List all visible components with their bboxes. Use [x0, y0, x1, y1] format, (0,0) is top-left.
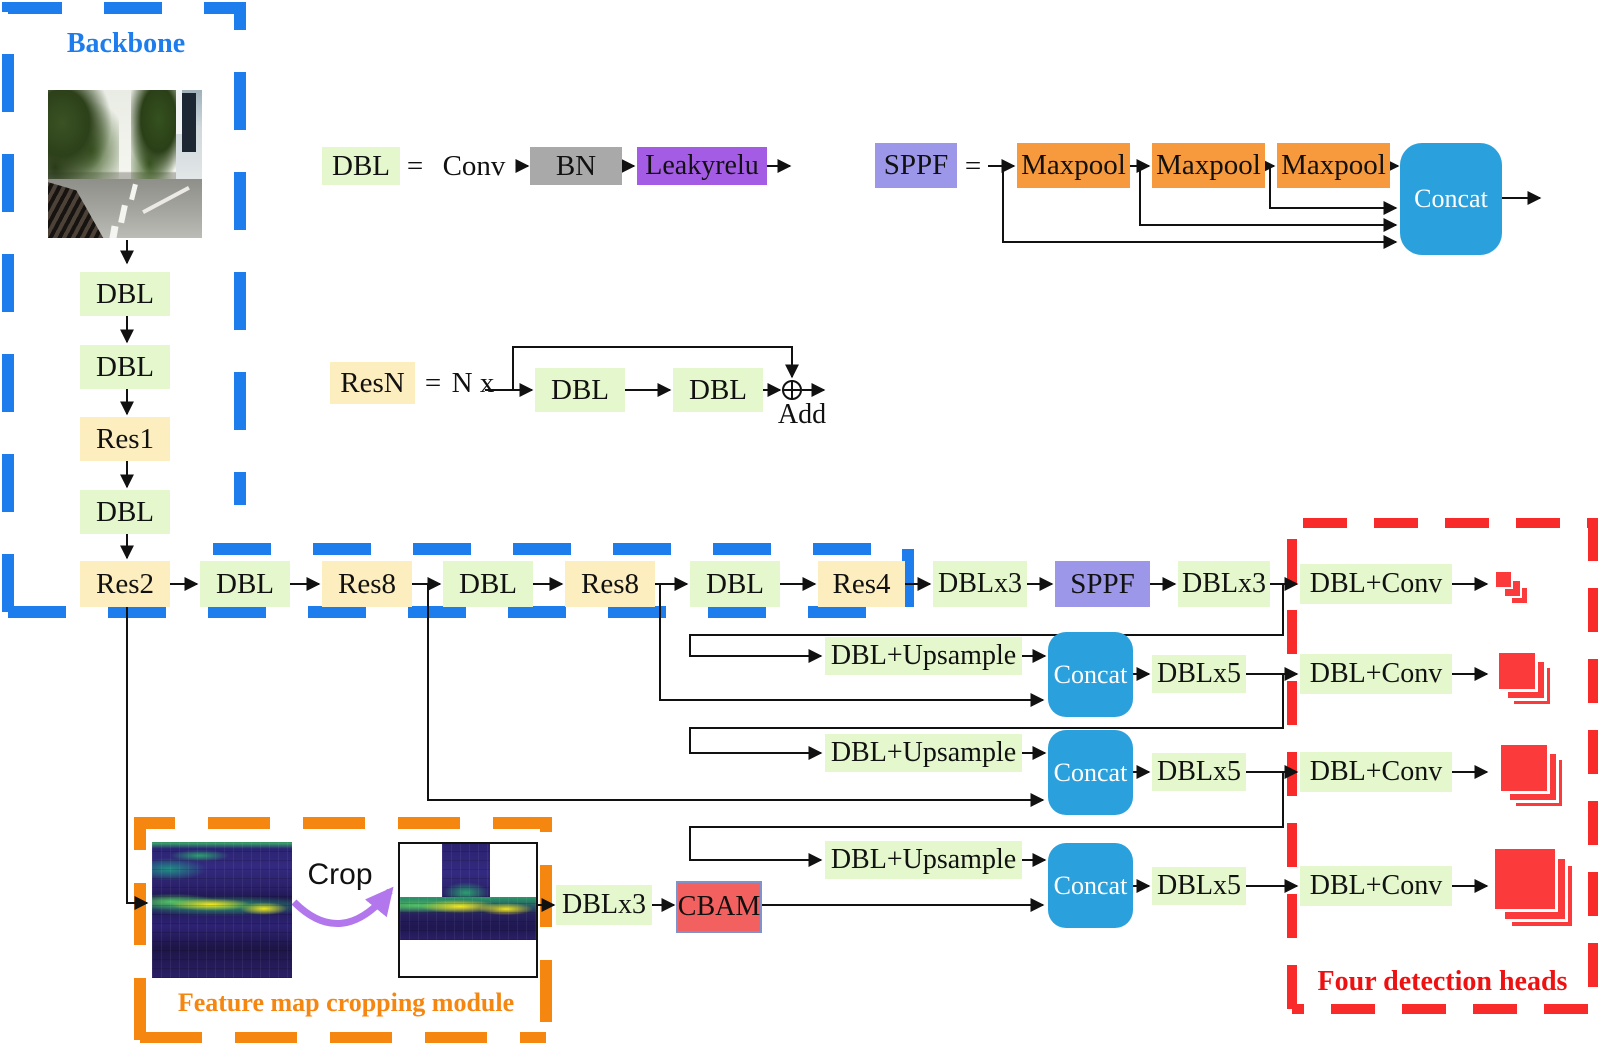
- legend-maxpool-3: Maxpool: [1277, 143, 1390, 188]
- four-detection-heads-title: Four detection heads: [1317, 966, 1568, 997]
- chain-res4: Res4: [818, 561, 905, 607]
- cropped-band-region: [400, 896, 536, 941]
- backbone-res2: Res2: [80, 561, 170, 607]
- detection-head-icon-1: [1494, 570, 1534, 610]
- add-node-icon: [782, 380, 802, 400]
- row2-dblx5: DBLx5: [1152, 655, 1246, 693]
- row3-dblx5: DBLx5: [1152, 753, 1246, 791]
- legend-sppf-box: SPPF: [875, 143, 957, 188]
- backbone-dbl-3: DBL: [80, 490, 170, 534]
- row4-dblx5: DBLx5: [1152, 867, 1246, 905]
- backbone-title: Backbone: [66, 28, 186, 59]
- equals-sign: =: [406, 149, 424, 182]
- building-sign: [181, 92, 196, 153]
- backbone-dashed-border: [2, 2, 246, 612]
- legend-conv-label: Conv: [442, 149, 506, 182]
- crop-label: Crop: [307, 858, 373, 891]
- cropping-module-dashed-border: [134, 817, 552, 1040]
- legend-add-label: Add: [777, 399, 827, 430]
- detection-head-icon-3: [1498, 742, 1564, 808]
- chain-res8-a: Res8: [322, 561, 412, 607]
- input-road-image: [48, 90, 202, 238]
- row4-dbl-upsample: DBL+Upsample: [825, 841, 1022, 879]
- head4-dbl-conv: DBL+Conv: [1300, 866, 1452, 906]
- legend-maxpool-1: Maxpool: [1017, 143, 1130, 188]
- chain-res8-b: Res8: [565, 561, 655, 607]
- cropping-module-title: Feature map cropping module: [177, 988, 515, 1017]
- head2-dbl-conv: DBL+Conv: [1300, 654, 1452, 694]
- cropping-cbam: CBAM: [676, 881, 762, 933]
- equals-sign: =: [424, 366, 442, 399]
- legend-maxpool-2: Maxpool: [1152, 143, 1265, 188]
- legend-res-dbl-1: DBL: [535, 368, 625, 412]
- head3-dbl-conv: DBL+Conv: [1300, 752, 1452, 792]
- trees-right: [131, 90, 178, 188]
- legend-concat-box: Concat: [1400, 143, 1502, 255]
- row4-concat: Concat: [1048, 843, 1133, 928]
- cropped-stub-region: [442, 844, 490, 897]
- detection-heads-dashed-border: [1287, 518, 1598, 1014]
- legend-resn-box: ResN: [330, 362, 415, 404]
- chain-dblx3-a: DBLx3: [933, 561, 1027, 607]
- chain-dbl-3: DBL: [690, 561, 780, 607]
- backbone-dbl-2: DBL: [80, 345, 170, 389]
- row2-concat: Concat: [1048, 632, 1133, 717]
- building-wall: [175, 90, 182, 135]
- chain-dbl-2: DBL: [443, 561, 533, 607]
- backbone-res1: Res1: [80, 417, 170, 461]
- chain-dblx3-b: DBLx3: [1178, 561, 1270, 607]
- backbone-dbl-1: DBL: [80, 272, 170, 316]
- row2-dbl-upsample: DBL+Upsample: [825, 637, 1022, 675]
- legend-dbl-box: DBL: [322, 147, 400, 185]
- crop-curved-arrow: [291, 886, 394, 927]
- legend-leakyrelu-box: Leakyrelu: [637, 147, 767, 185]
- detection-head-icon-4: [1492, 846, 1572, 926]
- head1-dbl-conv: DBL+Conv: [1300, 564, 1452, 604]
- row3-concat: Concat: [1048, 730, 1133, 815]
- chain-dbl-1: DBL: [200, 561, 290, 607]
- detection-head-icon-2: [1496, 650, 1554, 708]
- chain-sppf: SPPF: [1055, 561, 1150, 607]
- row3-dbl-upsample: DBL+Upsample: [825, 734, 1022, 772]
- legend-res-dbl-2: DBL: [673, 368, 763, 412]
- feature-map-pixels: [152, 842, 292, 978]
- legend-nx-label: N x: [451, 366, 495, 399]
- equals-sign: =: [964, 149, 982, 182]
- cropped-feature-map-image: [398, 842, 538, 978]
- feature-map-image: [152, 842, 292, 978]
- legend-bn-box: BN: [530, 147, 622, 185]
- cropping-dblx3: DBLx3: [556, 885, 652, 925]
